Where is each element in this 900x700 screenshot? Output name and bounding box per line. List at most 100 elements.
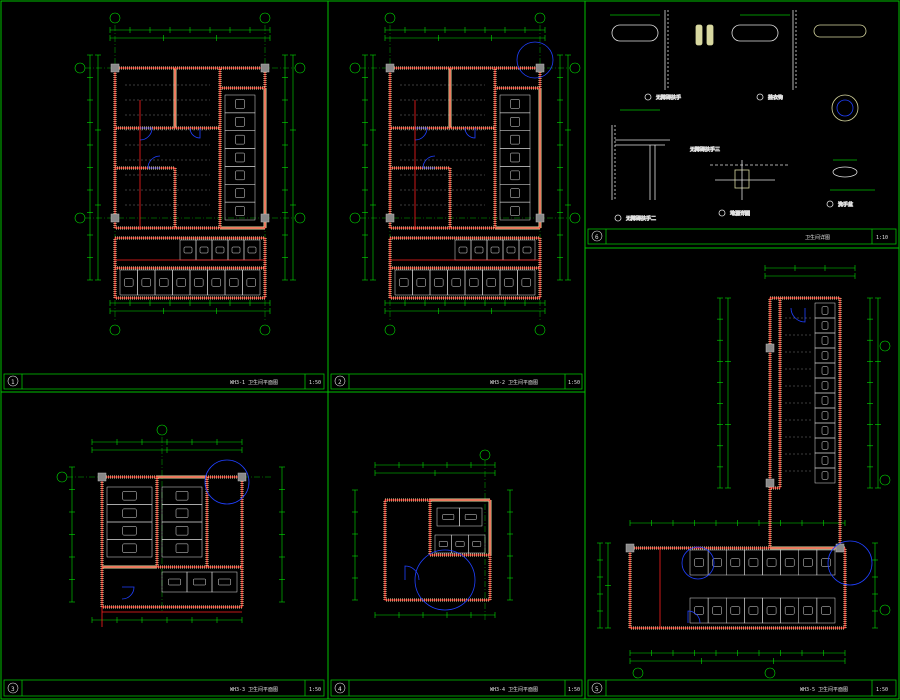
wall: [493, 86, 542, 230]
toilet-stall: [726, 597, 745, 624]
toilet-fixture: [521, 278, 531, 287]
toilet-stall: [436, 507, 460, 527]
toilet-stall: [468, 534, 486, 554]
wall-outline: [101, 566, 243, 608]
toilet-fixture: [821, 471, 829, 480]
door-swing: [516, 41, 554, 79]
wall-outline: [114, 67, 266, 229]
structural-column: [110, 63, 120, 73]
axis-bubble: [632, 667, 644, 679]
toilet-fixture: [730, 606, 741, 615]
wall-outline: [174, 67, 221, 129]
wall: [173, 66, 222, 130]
toilet-fixture: [803, 558, 813, 567]
toilet-stall: [224, 130, 256, 149]
axis-bubble: [74, 62, 86, 74]
toilet-fixture: [821, 411, 829, 420]
door-swing: [422, 155, 436, 169]
wall-outline: [429, 499, 491, 556]
toilet-fixture: [510, 99, 520, 109]
panel-4-number: 4: [338, 686, 342, 693]
toilet-fixture: [183, 246, 193, 254]
toilet-stall: [499, 130, 531, 149]
door-swing: [790, 307, 806, 323]
toilet-fixture: [193, 578, 206, 586]
toilet-fixture: [175, 508, 189, 518]
panel-5-title: WH3-5 卫生间平面图: [800, 686, 848, 693]
toilet-stall: [814, 437, 836, 454]
toilet-fixture: [175, 543, 189, 553]
toilet-fixture: [442, 514, 455, 520]
toilet-stall: [814, 347, 836, 364]
toilet-stall: [502, 239, 520, 261]
toilet-fixture: [215, 246, 225, 254]
axis-bubble: [384, 324, 396, 336]
toilet-fixture: [821, 306, 829, 315]
panel-1-title: WH3-1 卫生间平面图: [230, 379, 278, 386]
toilet-fixture: [199, 246, 209, 254]
toilet-fixture: [175, 526, 189, 536]
toilet-stall: [106, 521, 153, 540]
panel-2-number: 2: [338, 379, 342, 386]
wall-outline: [389, 67, 541, 229]
door-swing: [681, 546, 715, 580]
toilet-stall: [161, 486, 203, 505]
toilet-fixture: [235, 134, 245, 145]
toilet-fixture: [247, 246, 257, 254]
toilet-stall: [227, 239, 245, 261]
toilet-fixture: [122, 526, 137, 536]
door-swing: [139, 127, 153, 141]
axis-bubble: [534, 324, 546, 336]
toilet-fixture: [469, 278, 479, 287]
wall-outline: [219, 87, 266, 229]
plan-p1: [74, 12, 306, 336]
panel-6-title: 卫生间详图: [805, 234, 830, 241]
wall-outline: [389, 167, 451, 229]
toilet-stall: [242, 269, 261, 296]
toilet-stall: [459, 507, 483, 527]
toilet-fixture: [229, 278, 239, 287]
toilet-stall: [243, 239, 261, 261]
toilet-fixture: [416, 278, 426, 287]
toilet-fixture: [803, 606, 813, 615]
detail-bracket: 无障碍扶手二: [611, 109, 670, 222]
toilet-fixture: [821, 558, 831, 567]
toilet-fixture: [235, 170, 245, 181]
toilet-stall: [429, 269, 448, 296]
toilet-stall: [499, 201, 531, 221]
toilet-stall: [726, 549, 745, 576]
plan-p5: [597, 265, 891, 679]
toilet-fixture: [122, 508, 137, 518]
toilet-stall: [814, 407, 836, 424]
toilet-fixture: [712, 606, 722, 615]
toilet-stall: [814, 332, 836, 349]
toilet-fixture: [784, 606, 795, 615]
structural-column: [97, 472, 107, 482]
toilet-stall: [762, 549, 781, 576]
door-swing: [147, 155, 161, 169]
wall-outline: [769, 297, 781, 489]
wall-outline: [114, 67, 176, 129]
toilet-stall: [814, 302, 836, 319]
panel-titles: 1 WH3-1 卫生间平面图 1:50 2 WH3-2 卫生间平面图 1:50 …: [7, 230, 888, 694]
axis-bubble: [349, 62, 361, 74]
axis-bubble: [259, 324, 271, 336]
toilet-fixture: [821, 441, 829, 450]
door-swing: [687, 610, 701, 624]
toilet-fixture: [506, 246, 516, 254]
toilet-stall: [454, 239, 472, 261]
toilet-stall: [814, 392, 836, 409]
toilet-fixture: [510, 152, 520, 163]
toilet-stall: [744, 549, 763, 576]
panel-6-scale: 1:10: [876, 235, 888, 241]
toilet-fixture: [821, 321, 829, 330]
title-strips: [3, 228, 897, 697]
toilet-stall: [499, 112, 531, 131]
panel-2-title: WH3-2 卫生间平面图: [490, 379, 538, 386]
toilet-fixture: [694, 558, 704, 567]
door-swing: [827, 540, 873, 586]
toilet-fixture: [821, 606, 831, 615]
toilet-fixture: [235, 99, 245, 109]
toilet-fixture: [510, 117, 520, 127]
toilet-fixture: [766, 606, 777, 615]
